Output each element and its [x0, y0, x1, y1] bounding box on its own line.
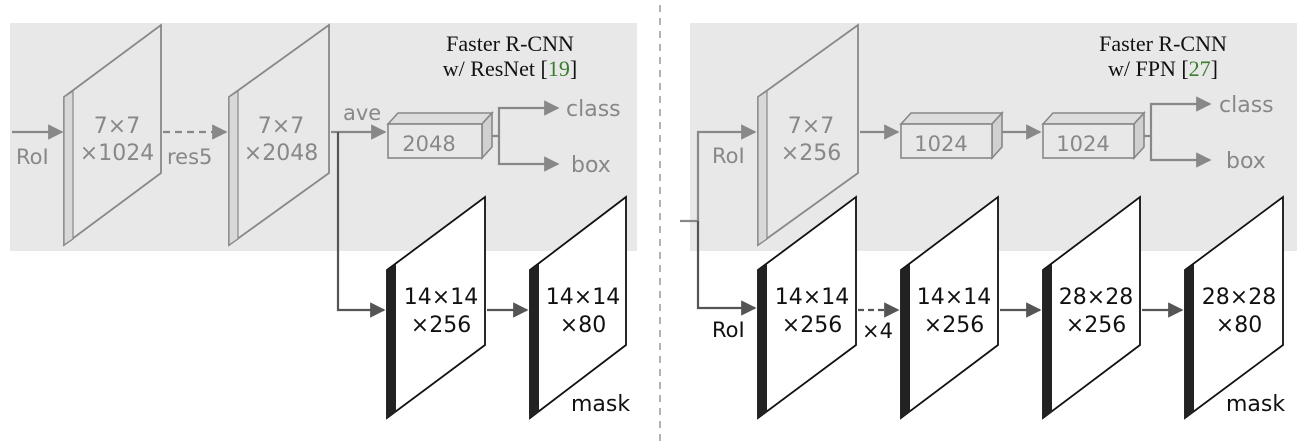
left-box-arrow [497, 136, 560, 172]
left-plate2-size: 7×7 [258, 114, 304, 139]
right-title-line2: w/ FPN [27] [1108, 56, 1218, 81]
right-plate-channels: ×256 [781, 141, 841, 166]
left-mask1-channels: ×256 [411, 313, 471, 338]
right-title-line1: Faster R-CNN [1099, 31, 1227, 56]
left-mask2-size: 14×14 [546, 285, 620, 310]
right-box-label: box [1226, 149, 1266, 174]
left-title-line1: Faster R-CNN [446, 31, 574, 56]
right-mask-plate-14x14x256-b: 14×14 ×256 [900, 195, 999, 420]
left-box-label: box [571, 153, 611, 178]
left-panel: Faster R-CNN w/ ResNet [19] RoI 7×7 ×102… [12, 23, 630, 420]
right-m3-size: 28×28 [1059, 285, 1133, 310]
right-m4-channels: ×80 [1216, 313, 1262, 338]
left-fc-2048-box: 2048 [386, 110, 494, 161]
right-fc-1024-box-b: 1024 [1041, 110, 1146, 161]
left-res5-label: res5 [167, 145, 212, 169]
left-mask1-size: 14×14 [404, 285, 478, 310]
right-roi-top-arrow [696, 124, 757, 221]
right-m1-size: 14×14 [775, 285, 849, 310]
right-m2-channels: ×256 [924, 313, 984, 338]
right-x4-label: ×4 [862, 319, 893, 343]
right-m3-channels: ×256 [1066, 313, 1126, 338]
right-mask-plate-14x14x256-a: 14×14 ×256 [757, 195, 857, 420]
left-mask-label: mask [571, 392, 630, 417]
right-panel: Faster R-CNN w/ FPN [27] RoI RoI 7×7 ×25… [680, 23, 1285, 420]
right-mask-plate-28x28x256: 28×28 ×256 [1042, 195, 1141, 420]
right-mask-plate-28x28x80: 28×28 ×80 [1184, 195, 1284, 420]
right-title-citation: 27 [1189, 56, 1211, 81]
left-ave-label: ave [343, 101, 381, 125]
left-plate1-size: 7×7 [94, 114, 140, 139]
left-mask-branch-arrow [336, 132, 386, 318]
right-class-label: class [1219, 93, 1274, 118]
right-mask-label: mask [1226, 392, 1285, 417]
right-m4-size: 28×28 [1202, 285, 1276, 310]
left-title-citation: 19 [548, 56, 570, 81]
left-plate-7x7x1024: 7×7 ×1024 [63, 23, 162, 247]
right-plate-size: 7×7 [788, 114, 834, 139]
left-mask-plate-14x14x80: 14×14 ×80 [529, 195, 627, 420]
right-box-b-label: 1024 [1056, 132, 1109, 156]
right-m1-channels: ×256 [782, 313, 842, 338]
left-plate1-channels: ×1024 [80, 141, 154, 166]
right-plate-7x7x256: 7×7 ×256 [757, 23, 859, 247]
left-title-line2: w/ ResNet [19] [443, 56, 577, 81]
left-class-label: class [566, 97, 621, 122]
right-class-arrow [1144, 96, 1212, 138]
left-box-2048-label: 2048 [402, 132, 455, 156]
right-roi-bottom-arrow [696, 221, 757, 316]
right-box-a-label: 1024 [914, 132, 967, 156]
left-plate-7x7x2048: 7×7 ×2048 [228, 23, 330, 247]
left-mask-plate-14x14x256: 14×14 ×256 [386, 195, 486, 420]
left-roi-label: RoI [16, 145, 49, 169]
left-mask2-channels: ×80 [560, 313, 606, 338]
right-roi-bottom-label: RoI [712, 318, 745, 342]
right-m2-size: 14×14 [917, 285, 991, 310]
right-box-arrow [1149, 136, 1212, 168]
right-fc-1024-box-a: 1024 [899, 110, 1004, 161]
left-class-arrow [492, 100, 560, 138]
left-plate2-channels: ×2048 [244, 141, 318, 166]
right-roi-top-label: RoI [712, 144, 745, 168]
